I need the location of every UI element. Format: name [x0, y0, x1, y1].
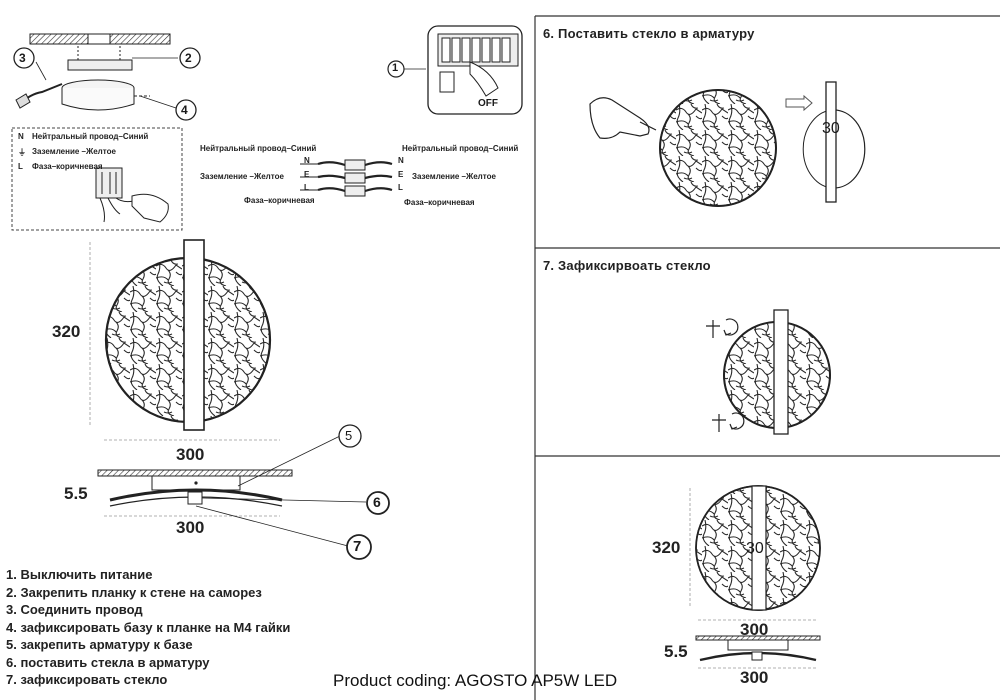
- panel8-width-label: 300: [740, 620, 769, 639]
- step-7: 7. зафиксировать стекло: [6, 672, 168, 687]
- connector-hand-sketch: [95, 167, 169, 223]
- terminal-left-neutral: Нейтральный провод–Синий: [200, 144, 317, 153]
- callout-2-label: 2: [185, 51, 192, 65]
- terminal-e-left: E: [304, 170, 310, 179]
- dim-width-main: 300: [176, 445, 205, 464]
- rotate-icon-top: [706, 318, 739, 338]
- terminal-l-right: L: [398, 183, 403, 192]
- step-5: 5. закрепить арматуру к базе: [6, 637, 193, 652]
- panel8-front-disc: [695, 485, 821, 611]
- callout-5-circle: [338, 424, 362, 448]
- main-dimension-lines: [89, 242, 280, 441]
- main-front-disc: [104, 239, 272, 431]
- panel8-side-depth-label: 5.5: [664, 642, 688, 661]
- legend-earth-text: Заземление –Желтое: [32, 147, 116, 156]
- terminal-right-phase: Фаза–коричневая: [404, 198, 475, 207]
- panel6-arrow-icon: [785, 94, 813, 112]
- step-1: 1. Выключить питание: [6, 567, 153, 582]
- legend-n-symbol: N: [18, 132, 24, 141]
- terminal-right-earth: Заземление –Желтое: [412, 172, 496, 181]
- callout-5-label: 5: [345, 428, 353, 443]
- callout-3-circle: [13, 47, 35, 69]
- panel6-title: 6. Поставить стекло в арматуру: [543, 26, 755, 41]
- callout-6-label: 6: [373, 494, 381, 510]
- callout-1-label: 1: [392, 62, 399, 74]
- terminal-left-phase: Фаза–коричневая: [244, 196, 315, 205]
- terminal-l-left: L: [304, 183, 309, 192]
- panel8-side-width-label: 300: [740, 668, 769, 687]
- product-coding: Product coding: AGOSTO AP5W LED: [333, 671, 618, 690]
- earth-symbol-icon: ⏚: [18, 148, 26, 157]
- panel8-side-profile: [695, 635, 821, 662]
- callout-3-label: 3: [19, 51, 26, 65]
- terminal-n-left: N: [304, 156, 310, 165]
- callout-6-circle: [366, 491, 390, 515]
- dim-width-side: 300: [176, 518, 205, 537]
- callout-leader-lines: [195, 435, 367, 547]
- panel7-title: 7. Зафиксирвоать стекло: [543, 258, 711, 273]
- terminal-block: [300, 159, 393, 197]
- callout-4-label: 4: [181, 103, 188, 117]
- step-4: 4. зафиксировать базу к планке на M4 гай…: [6, 619, 291, 635]
- panel8-dimension-lines: [689, 488, 818, 669]
- switch-box: [427, 25, 523, 115]
- panel7-glass-disc: [723, 309, 831, 435]
- terminal-n-right: N: [398, 156, 404, 165]
- step-6: 6. поставить стекла в арматуру: [6, 654, 210, 670]
- legend-l-symbol: L: [18, 162, 23, 171]
- step-2: 2. Закрепить планку к стене на саморез: [6, 584, 262, 600]
- terminal-right-neutral: Нейтральный провод–Синий: [402, 144, 519, 153]
- panel6-depth-label: 30: [822, 120, 840, 137]
- dim-height-main: 320: [52, 322, 81, 341]
- switch-off-label: OFF: [478, 98, 498, 109]
- rotate-icon-bottom: [712, 412, 745, 432]
- main-side-profile: [97, 469, 293, 517]
- legend-phase-text: Фаза–коричневая: [32, 162, 103, 171]
- step-3: 3. Соединить провод: [6, 602, 143, 617]
- callout-7-label: 7: [353, 538, 362, 555]
- dim-depth-main: 5.5: [64, 484, 88, 503]
- wiring-legend-box: [11, 127, 183, 231]
- terminal-left-earth: Заземление –Желтое: [200, 172, 284, 181]
- callout-7-circle: [346, 534, 372, 560]
- panel8-height-label: 320: [652, 538, 681, 557]
- panel6-hand-icon: [589, 97, 657, 139]
- legend-neutral-text: Нейтральный провод–Синий: [32, 132, 149, 141]
- mounting-sketch: [15, 33, 178, 111]
- terminal-e-right: E: [398, 170, 404, 179]
- right-panels-frame: [534, 15, 1000, 700]
- panel6-glass-disc: [659, 89, 777, 207]
- callout-2-circle: [179, 47, 201, 69]
- panel6-fixture-side: [802, 81, 866, 203]
- callout-4-circle: [175, 99, 197, 121]
- panel8-depth-label: 30: [746, 540, 764, 557]
